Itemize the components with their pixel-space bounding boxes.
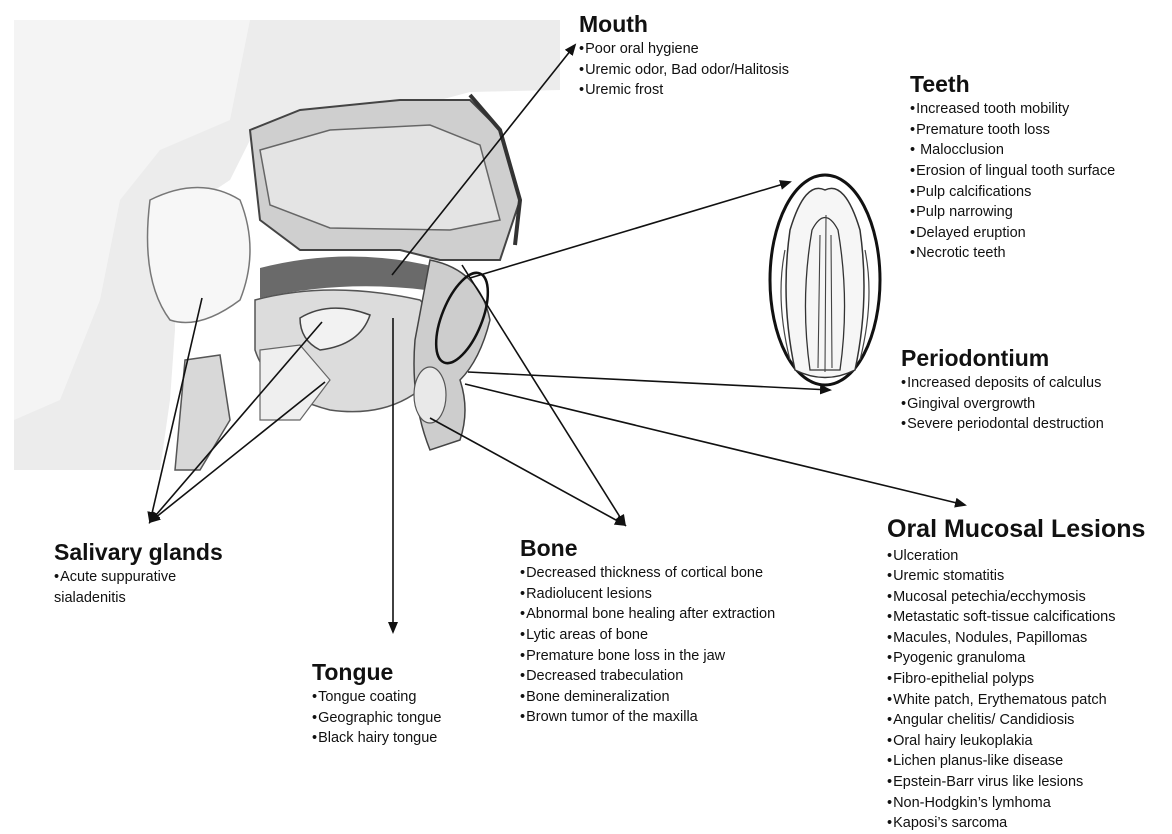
- arrow-bone-2: [430, 418, 625, 525]
- list-item: Increased tooth mobility: [910, 99, 1115, 120]
- bone-block: Bone Decreased thickness of cortical bon…: [520, 536, 775, 728]
- list-item: Angular chelitis/ Candidiosis: [887, 710, 1145, 731]
- list-item: Geographic tongue: [312, 708, 441, 729]
- teeth-list: Increased tooth mobility Premature tooth…: [910, 99, 1115, 264]
- list-item: Tongue coating: [312, 687, 441, 708]
- list-item: Pulp narrowing: [910, 202, 1115, 223]
- list-item: Delayed eruption: [910, 223, 1115, 244]
- salivary-block: Salivary glands Acute suppurative sialad…: [54, 540, 223, 608]
- bone-list: Decreased thickness of cortical bone Rad…: [520, 563, 775, 728]
- list-item: Severe periodontal destruction: [901, 414, 1104, 435]
- list-item: Acute suppurative: [54, 567, 223, 588]
- list-item: Increased deposits of calculus: [901, 373, 1104, 394]
- list-item: Necrotic teeth: [910, 243, 1115, 264]
- list-item: Lichen planus-like disease: [887, 751, 1145, 772]
- mucosal-block: Oral Mucosal Lesions Ulceration Uremic s…: [887, 516, 1145, 834]
- magnified-tooth-illustration: [770, 175, 880, 385]
- mouth-heading: Mouth: [579, 12, 789, 37]
- list-item: Kaposi’s sarcoma: [887, 813, 1145, 834]
- list-item: Premature bone loss in the jaw: [520, 646, 775, 667]
- list-item: Erosion of lingual tooth surface: [910, 161, 1115, 182]
- teeth-heading: Teeth: [910, 72, 1115, 97]
- list-item: Decreased trabeculation: [520, 666, 775, 687]
- arrow-salivary-2: [150, 322, 322, 522]
- list-item: Lytic areas of bone: [520, 625, 775, 646]
- mucosal-list: Ulceration Uremic stomatitis Mucosal pet…: [887, 546, 1145, 834]
- list-item: Macules, Nodules, Papillomas: [887, 628, 1145, 649]
- list-item: Oral hairy leukoplakia: [887, 731, 1145, 752]
- list-item: Brown tumor of the maxilla: [520, 707, 775, 728]
- salivary-heading: Salivary glands: [54, 540, 223, 565]
- list-item: Gingival overgrowth: [901, 394, 1104, 415]
- list-item: Ulceration: [887, 546, 1145, 567]
- list-item: Non-Hodgkin’s lymhoma: [887, 793, 1145, 814]
- list-item: Pyogenic granuloma: [887, 648, 1145, 669]
- mouth-list: Poor oral hygiene Uremic odor, Bad odor/…: [579, 39, 789, 101]
- periodontium-block: Periodontium Increased deposits of calcu…: [901, 346, 1104, 435]
- list-item: Decreased thickness of cortical bone: [520, 563, 775, 584]
- bone-heading: Bone: [520, 536, 775, 561]
- salivary-list: Acute suppurative: [54, 567, 223, 588]
- list-item: Uremic odor, Bad odor/Halitosis: [579, 60, 789, 81]
- list-item: Premature tooth loss: [910, 120, 1115, 141]
- arrow-periodontium: [468, 372, 830, 390]
- arrow-mucosal: [465, 384, 965, 505]
- list-item: White patch, Erythematous patch: [887, 690, 1145, 711]
- list-item: Metastatic soft-tissue calcifications: [887, 607, 1145, 628]
- list-item: Black hairy tongue: [312, 728, 441, 749]
- list-item: Pulp calcifications: [910, 182, 1115, 203]
- arrow-bone-1: [462, 265, 625, 525]
- list-item: Bone demineralization: [520, 687, 775, 708]
- tongue-block: Tongue Tongue coating Geographic tongue …: [312, 660, 441, 749]
- tongue-heading: Tongue: [312, 660, 441, 685]
- list-item: Uremic frost: [579, 80, 789, 101]
- list-item: Uremic stomatitis: [887, 566, 1145, 587]
- list-item: Malocclusion: [910, 140, 1115, 161]
- list-item: Radiolucent lesions: [520, 584, 775, 605]
- list-item: Epstein-Barr virus like lesions: [887, 772, 1145, 793]
- list-item: Fibro-epithelial polyps: [887, 669, 1145, 690]
- list-item: Poor oral hygiene: [579, 39, 789, 60]
- mucosal-heading: Oral Mucosal Lesions: [887, 516, 1145, 544]
- periodontium-list: Increased deposits of calculus Gingival …: [901, 373, 1104, 435]
- periodontium-heading: Periodontium: [901, 346, 1104, 371]
- list-item: Abnormal bone healing after extraction: [520, 604, 775, 625]
- teeth-block: Teeth Increased tooth mobility Premature…: [910, 72, 1115, 264]
- head-silhouette: [14, 20, 560, 470]
- salivary-line-continuation: sialadenitis: [54, 588, 223, 609]
- list-item: Mucosal petechia/ecchymosis: [887, 587, 1145, 608]
- tongue-list: Tongue coating Geographic tongue Black h…: [312, 687, 441, 749]
- mouth-block: Mouth Poor oral hygiene Uremic odor, Bad…: [579, 12, 789, 101]
